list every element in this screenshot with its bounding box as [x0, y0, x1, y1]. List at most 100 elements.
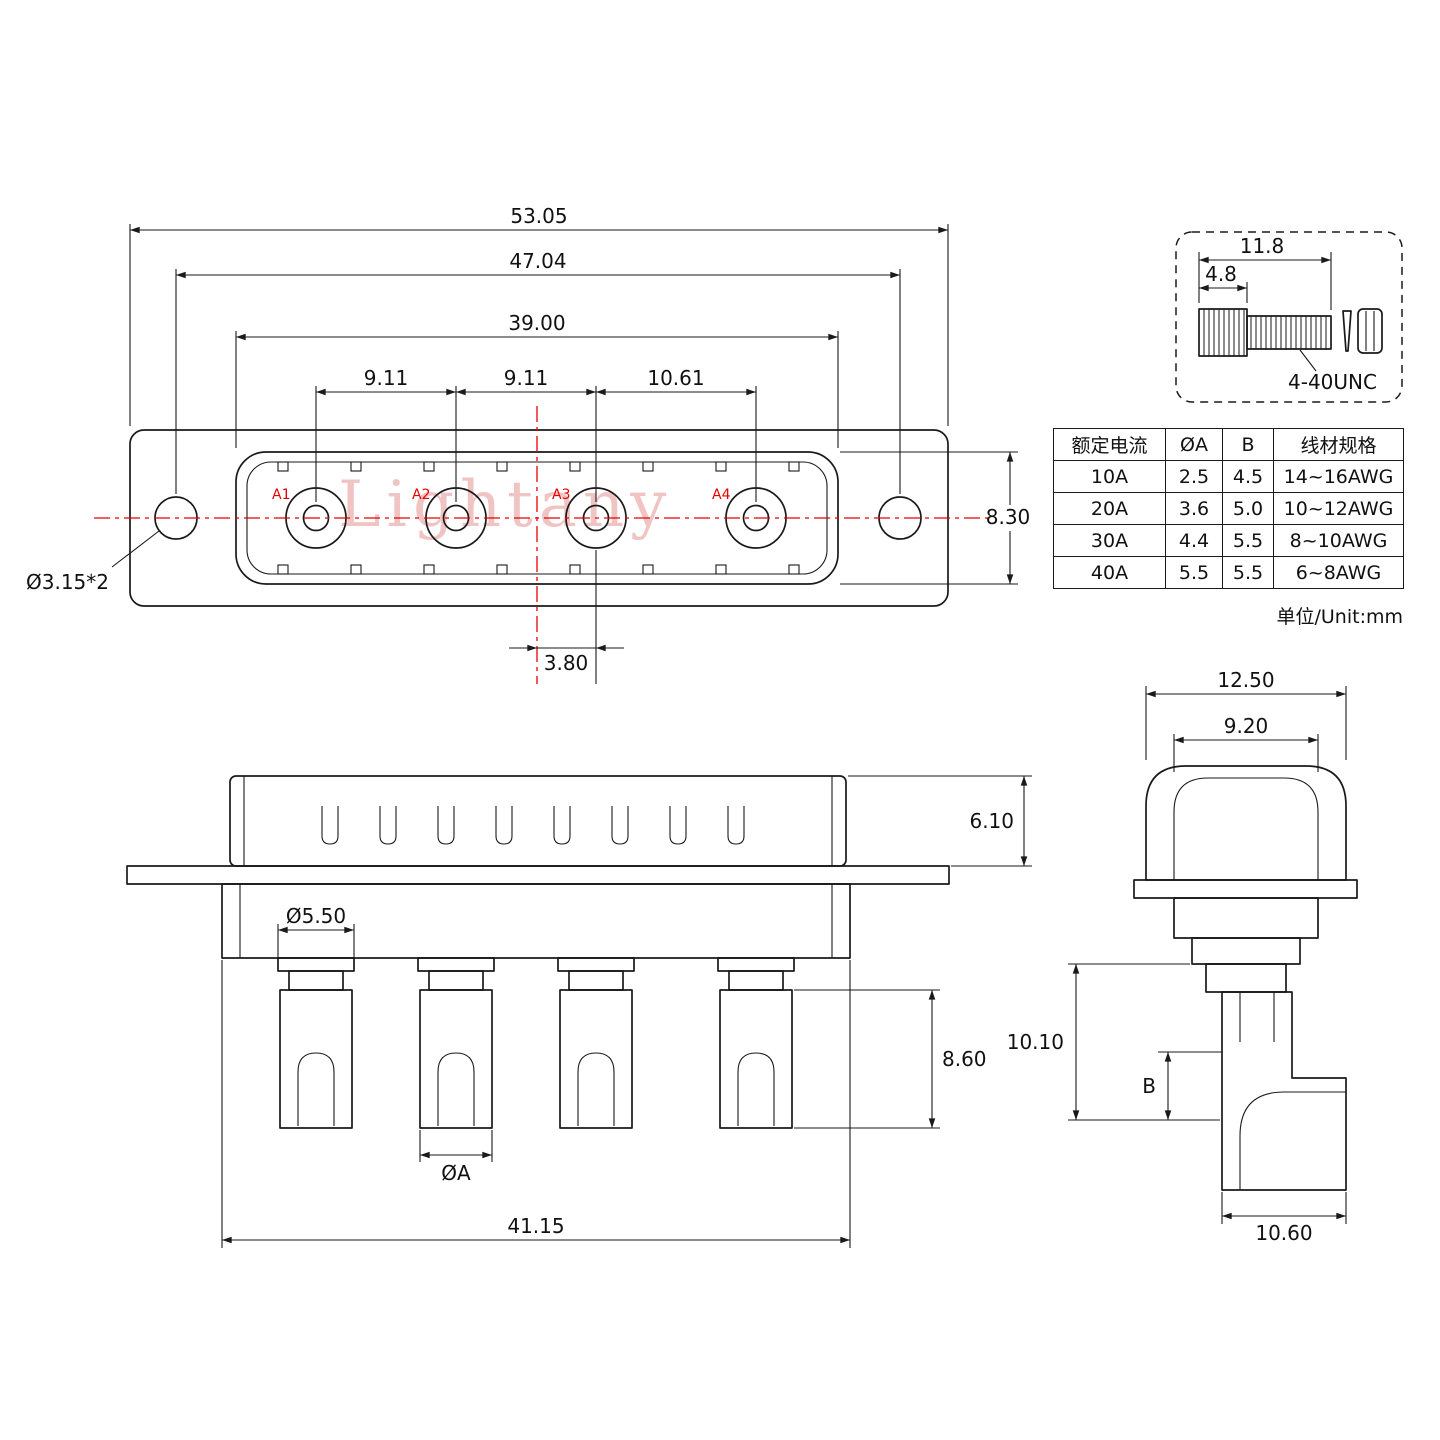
dim-bottom-depth: 10.60	[1221, 1192, 1347, 1245]
cell: 2.5	[1165, 460, 1223, 493]
dim-shell-width: 39.00	[235, 311, 839, 448]
profile-view: 12.50 9.20 10.10 B 10.60	[1007, 668, 1358, 1245]
dim-overall-width-label: 53.05	[510, 204, 567, 228]
dim-cup-height: 8.60	[794, 989, 987, 1129]
spacer-cylinder	[1357, 308, 1383, 354]
table-row: 30A 4.4 5.5 8~10AWG	[1053, 524, 1404, 557]
dim-screw-head-label: 4.8	[1205, 262, 1237, 286]
dim-rear-height-label: 10.10	[1007, 1030, 1064, 1054]
dim-shoulder-dia: Ø5.50	[277, 904, 355, 958]
screw-head-knurl	[1203, 309, 1245, 356]
cell: 5.5	[1222, 556, 1274, 589]
right-angle-contact	[1221, 991, 1347, 1191]
contact-a4-label: A4	[712, 487, 731, 503]
insulator-notches-bottom	[277, 564, 800, 575]
thread-spec-label: 4-40UNC	[1288, 370, 1377, 394]
dim-shell-height: 8.30	[840, 451, 1031, 585]
dim-mount-holes: Ø3.15*2	[26, 530, 160, 594]
dim-center-offset: 3.80	[509, 550, 624, 684]
shell-side-inner	[1173, 777, 1319, 880]
dim-screw-length: 11.8	[1198, 234, 1332, 310]
cell: 6~8AWG	[1273, 556, 1404, 589]
thread-spec: 4-40UNC	[1288, 349, 1377, 394]
dim-shell-width-label: 39.00	[508, 311, 565, 335]
dim-contact-pitches: 9.11 9.11 10.61	[315, 366, 757, 502]
insulator-body	[221, 883, 851, 959]
header-rated-current: 额定电流	[1053, 428, 1166, 461]
screw-shaft	[1246, 315, 1332, 350]
dim-side-shell-height-label: 6.10	[969, 809, 1014, 833]
dim-bottom-depth-label: 10.60	[1255, 1221, 1312, 1245]
side-view: 6.10 Ø5.50 8.60 ØA 41.15	[126, 775, 1032, 1248]
spec-table-header-row: 额定电流 ØA B 线材规格	[1053, 428, 1404, 461]
dim-inner-depth: 9.20	[1173, 714, 1319, 772]
dim-pitch-23-label: 9.11	[504, 366, 549, 390]
front-view: A1 A2 A3 A4 53.05 47.04 39.00	[26, 204, 1030, 684]
cell: 5.0	[1222, 492, 1274, 525]
dim-side-shell-height: 6.10	[848, 775, 1032, 867]
dim-screw-head: 4.8	[1199, 262, 1248, 303]
cell: 10A	[1053, 460, 1166, 493]
body-step-2	[1191, 937, 1301, 965]
dim-shell-depth: 12.50	[1145, 668, 1347, 760]
dim-shell-depth-label: 12.50	[1217, 668, 1274, 692]
cell: 5.5	[1165, 556, 1223, 589]
dim-screw-length-label: 11.8	[1240, 234, 1285, 258]
insulator-notches-top	[277, 461, 800, 472]
dim-cup-dia-label: ØA	[441, 1161, 471, 1185]
dim-pitch-34-label: 10.61	[647, 366, 704, 390]
contact-bend-inner	[1239, 1091, 1346, 1190]
cell: 8~10AWG	[1273, 524, 1404, 557]
screw-head	[1198, 308, 1248, 357]
dim-inner-depth-label: 9.20	[1224, 714, 1269, 738]
cell: 4.5	[1222, 460, 1274, 493]
flange-side	[1133, 879, 1358, 899]
unit-note: 单位/Unit:mm	[1276, 606, 1404, 628]
spec-table: 额定电流 ØA B 线材规格 10A 2.5 4.5 14~16AWG 20A …	[1053, 428, 1404, 589]
dim-mount-holes-label: Ø3.15*2	[26, 570, 109, 594]
dim-overall-width: 53.05	[129, 204, 949, 426]
cell: 10~12AWG	[1273, 492, 1404, 525]
cell: 14~16AWG	[1273, 460, 1404, 493]
dim-pitch-12-label: 9.11	[364, 366, 409, 390]
solder-cup-2	[417, 957, 495, 1129]
contact-a1-label: A1	[272, 487, 290, 503]
dim-center-offset-label: 3.80	[544, 651, 589, 675]
dim-hole-spacing-label: 47.04	[509, 249, 566, 273]
contact-a2-label: A2	[412, 487, 430, 503]
screw-thread-lines	[1250, 316, 1327, 349]
solder-cup-1	[277, 957, 355, 1129]
dim-hole-spacing: 47.04	[175, 249, 901, 494]
pin-cavity-slots	[321, 806, 745, 845]
flange-profile	[126, 865, 950, 885]
cell: 3.6	[1165, 492, 1223, 525]
contact-a3-label: A3	[552, 487, 570, 503]
dim-shoulder-dia-label: Ø5.50	[286, 904, 346, 928]
screw-detail: 11.8 4.8 4-40UNC	[1175, 231, 1403, 403]
cell: 4.4	[1165, 524, 1223, 557]
dim-cup-depth: B	[1142, 1051, 1222, 1120]
solder-cup-4	[717, 957, 795, 1129]
solder-cup-3	[557, 957, 635, 1129]
dim-shell-height-label: 8.30	[986, 505, 1031, 529]
table-row: 20A 3.6 5.0 10~12AWG	[1053, 492, 1404, 525]
cell: 30A	[1053, 524, 1166, 557]
cell: 40A	[1053, 556, 1166, 589]
shell-side-outer	[1145, 765, 1347, 881]
contact-neck	[1205, 963, 1287, 993]
dim-cup-depth-label: B	[1142, 1074, 1156, 1098]
header-wire-gauge: 线材规格	[1273, 428, 1404, 461]
header-dia-a: ØA	[1165, 428, 1223, 461]
cell: 20A	[1053, 492, 1166, 525]
cell: 5.5	[1222, 524, 1274, 557]
dim-rear-height: 10.10	[1007, 963, 1220, 1121]
header-b: B	[1222, 428, 1274, 461]
body-step-1	[1173, 897, 1319, 939]
dim-cup-dia: ØA	[419, 1130, 493, 1185]
dim-body-width-label: 41.15	[507, 1214, 564, 1238]
dim-cup-height-label: 8.60	[942, 1047, 987, 1071]
table-row: 40A 5.5 5.5 6~8AWG	[1053, 556, 1404, 589]
dim-body-width: 41.15	[221, 960, 851, 1248]
